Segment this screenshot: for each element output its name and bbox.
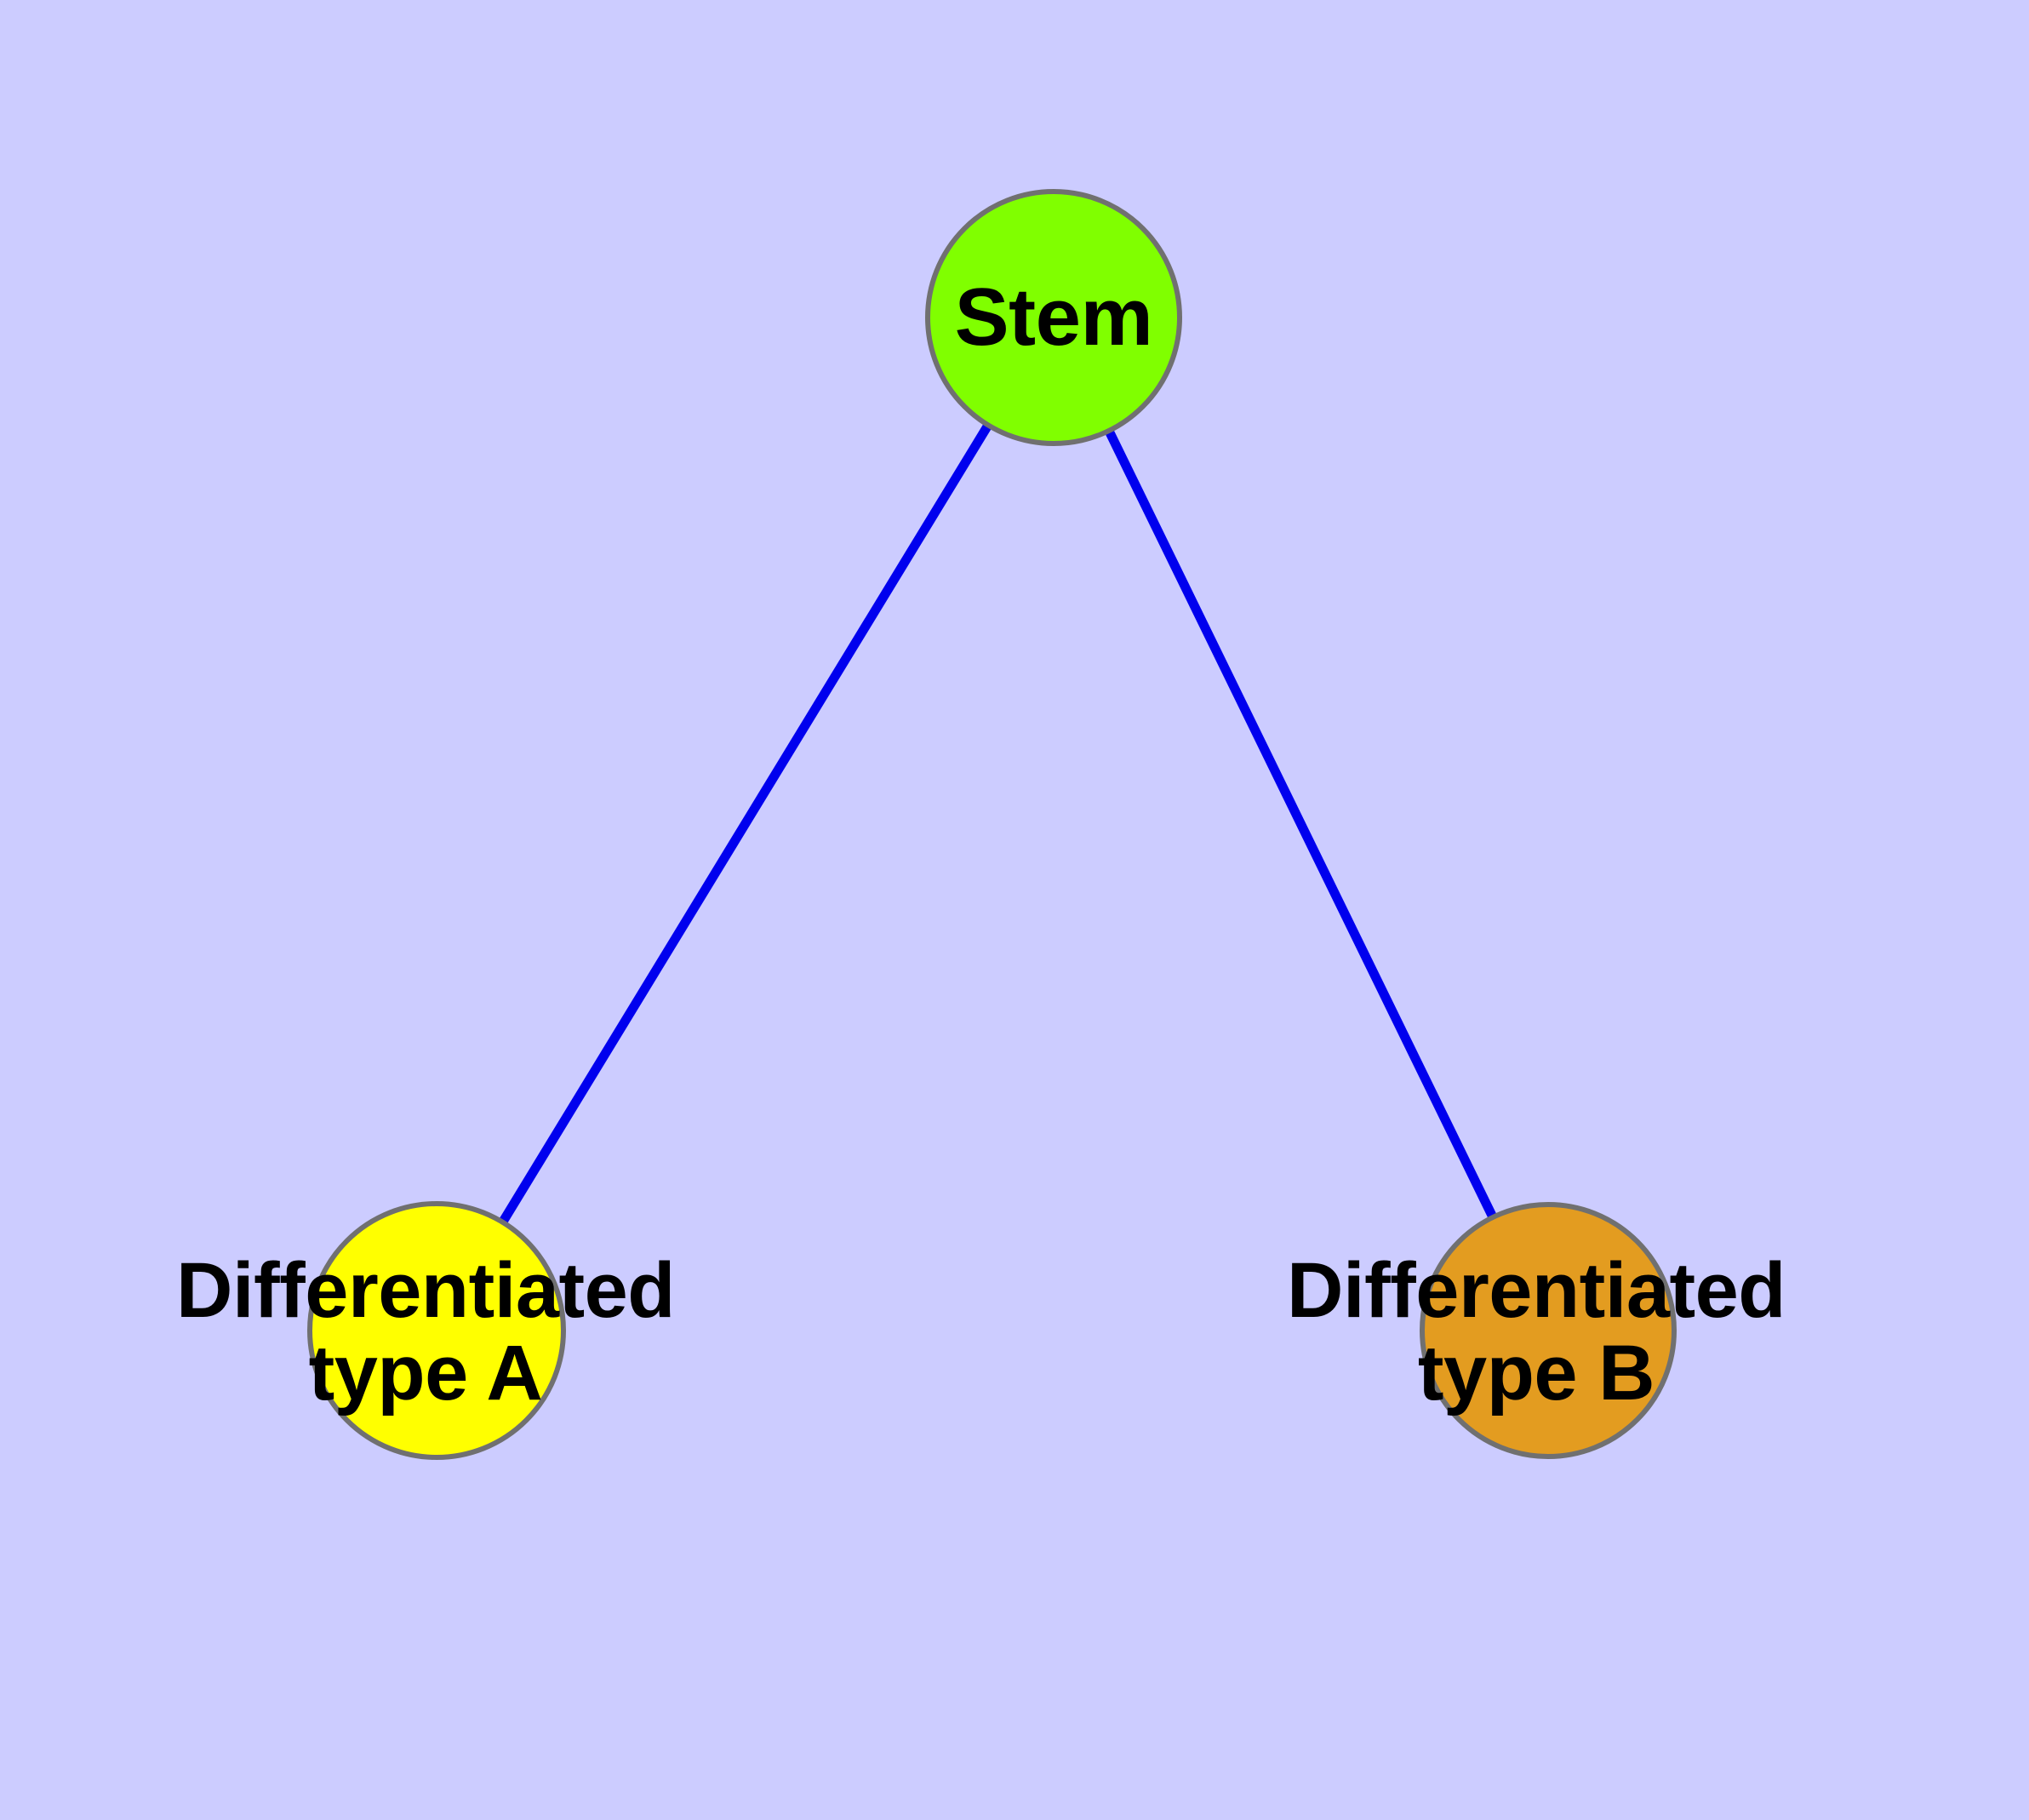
node-stem[interactable] [925, 189, 1182, 446]
edge-layer [432, 315, 1552, 1333]
edge-stem-to-differentiated-type-b[interactable] [1049, 315, 1552, 1333]
node-layer [307, 189, 1677, 1460]
edge-stem-to-differentiated-type-a[interactable] [432, 315, 1058, 1333]
node-differentiated-type-a[interactable] [307, 1201, 566, 1460]
node-differentiated-type-b[interactable] [1420, 1202, 1677, 1459]
